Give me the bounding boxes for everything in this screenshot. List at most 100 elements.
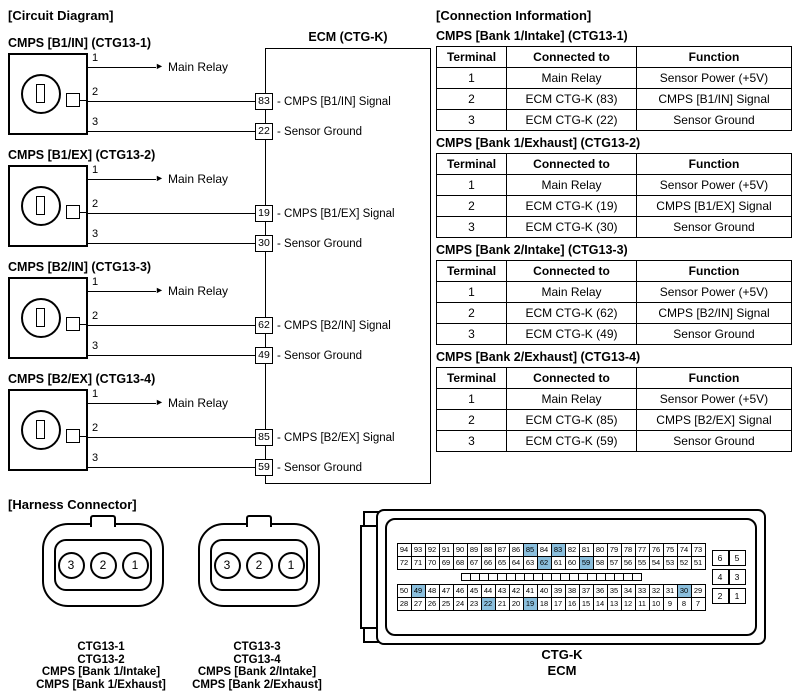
ecm-pin-cell: 40: [536, 584, 552, 598]
ecm-small-cell: [568, 573, 579, 581]
ecm-pin-label: - Sensor Ground: [277, 349, 363, 362]
ecm-pin-cell: 26: [424, 597, 440, 611]
ecm-pin-cell: 92: [424, 543, 440, 557]
ecm-small-cell: [577, 573, 588, 581]
connector-label: CTG13-3: [233, 641, 281, 653]
column-header: Terminal: [436, 46, 507, 68]
ecm-pin-cell: 30: [676, 584, 692, 598]
ecm-small-cell: [604, 573, 615, 581]
ecm-pin-number: 22: [255, 123, 273, 140]
ecm-pin-cell: 86: [508, 543, 524, 557]
ecm-pin-cell: 4: [711, 569, 729, 585]
wire-pin-number-2: 2: [92, 86, 99, 98]
ecm-pin-cell: 34: [620, 584, 636, 598]
harness-connector-bank1: 3 2 1 CTG13-1 CTG13-2 CMPS [Bank 1/Intak…: [36, 515, 166, 691]
ecm-pin-cell: 85: [522, 543, 538, 557]
wire-signal: [88, 213, 255, 214]
ecm-pin-cell: 78: [620, 543, 636, 557]
ecm-small-cell: [559, 573, 570, 581]
ecm-pin-cell: 59: [578, 556, 594, 570]
wire-pin-number-3: 3: [92, 228, 99, 240]
arrow-right-icon: ►: [155, 397, 164, 407]
ecm-pin-cell: 13: [606, 597, 622, 611]
wire-pin-number-3: 3: [92, 452, 99, 464]
ecm-pin-cell: 80: [592, 543, 608, 557]
ecm-pin-cell: 88: [480, 543, 496, 557]
ecm-pin-cell: 20: [508, 597, 524, 611]
ecm-pin-cell: 35: [606, 584, 622, 598]
ecm-pin-number: 19: [255, 205, 273, 222]
ecm-pin-cell: 58: [592, 556, 608, 570]
ecm-pin-cell: 81: [578, 543, 594, 557]
sensor-block: CMPS [B2/EX] (CTG13-4) 1 2 3 ► Main Rela…: [8, 372, 434, 484]
table-cell: ECM CTG-K (83): [506, 88, 637, 110]
ecm-connector-labels: CTG-K ECM: [360, 647, 764, 679]
ecm-pin-cell: 84: [536, 543, 552, 557]
sensor-title: CMPS [B1/IN] (CTG13-1): [8, 36, 152, 50]
connector-lock-tab: [90, 515, 116, 527]
ecm-small-cell: [550, 573, 561, 581]
column-header: Function: [636, 260, 792, 282]
main-relay-label: Main Relay: [168, 60, 229, 74]
table-cell: 1: [436, 174, 507, 196]
wire-ground: [88, 355, 255, 356]
ecm-pin-cell: 53: [662, 556, 678, 570]
table-cell: ECM CTG-K (30): [506, 216, 637, 238]
ecm-pin-cell: 43: [494, 584, 510, 598]
ecm-pin-cell: 90: [452, 543, 468, 557]
table-cell: 1: [436, 67, 507, 89]
ecm-pin-cell: 46: [452, 584, 468, 598]
table-cell: 3: [436, 430, 507, 452]
ecm-pin-cell: 66: [480, 556, 496, 570]
ecm-pin-cell: 65: [494, 556, 510, 570]
ecm-pin-cell: 7: [690, 597, 706, 611]
column-header: Function: [636, 153, 792, 175]
connection-information-section: [Connection Information] CMPS [Bank 1/In…: [436, 8, 792, 456]
ecm-pin-cell: 71: [410, 556, 426, 570]
ecm-small-cell: [595, 573, 606, 581]
connector-lock-tab: [246, 515, 272, 527]
ecm-pin-cell: 45: [466, 584, 482, 598]
ecm-pin-cell: 47: [438, 584, 454, 598]
wire-pin-number-1: 1: [92, 276, 99, 288]
ecm-pin-label: - CMPS [B2/IN] Signal: [277, 319, 391, 332]
ecm-pin-cell: 49: [410, 584, 426, 598]
wire-pin-number-2: 2: [92, 310, 99, 322]
ecm-box: [265, 48, 431, 484]
ecm-pin-cell: 89: [466, 543, 482, 557]
table-cell: Main Relay: [506, 67, 637, 89]
connector-outline: 3 2 1: [198, 515, 320, 607]
column-header: Terminal: [436, 367, 507, 389]
ecm-pin-cell: 36: [592, 584, 608, 598]
ecm-small-row: [460, 573, 642, 581]
sensor-circle: [21, 186, 61, 226]
column-header: Terminal: [436, 153, 507, 175]
table-cell: Main Relay: [506, 174, 637, 196]
ecm-pin-cell: 17: [550, 597, 566, 611]
ecm-ground-pin: 49 - Sensor Ground: [255, 347, 362, 364]
connector-pin-2: 2: [89, 551, 117, 579]
ecm-pin-number: 59: [255, 459, 273, 476]
ecm-pin-cell: 76: [648, 543, 664, 557]
ecm-pin-cell: 73: [690, 543, 706, 557]
ecm-pin-cell: 38: [564, 584, 580, 598]
connector-pin-3: 3: [213, 551, 241, 579]
ecm-pin-number: 49: [255, 347, 273, 364]
connector-pin-3: 3: [57, 551, 85, 579]
connector-label: CMPS [Bank 2/Intake]: [197, 666, 317, 678]
ecm-small-cell: [541, 573, 552, 581]
table-cell: 3: [436, 216, 507, 238]
ecm-small-cell: [469, 573, 480, 581]
connection-table-block: CMPS [Bank 1/Exhaust] (CTG13-2) Terminal…: [436, 136, 792, 238]
wire-pin-number-2: 2: [92, 198, 99, 210]
